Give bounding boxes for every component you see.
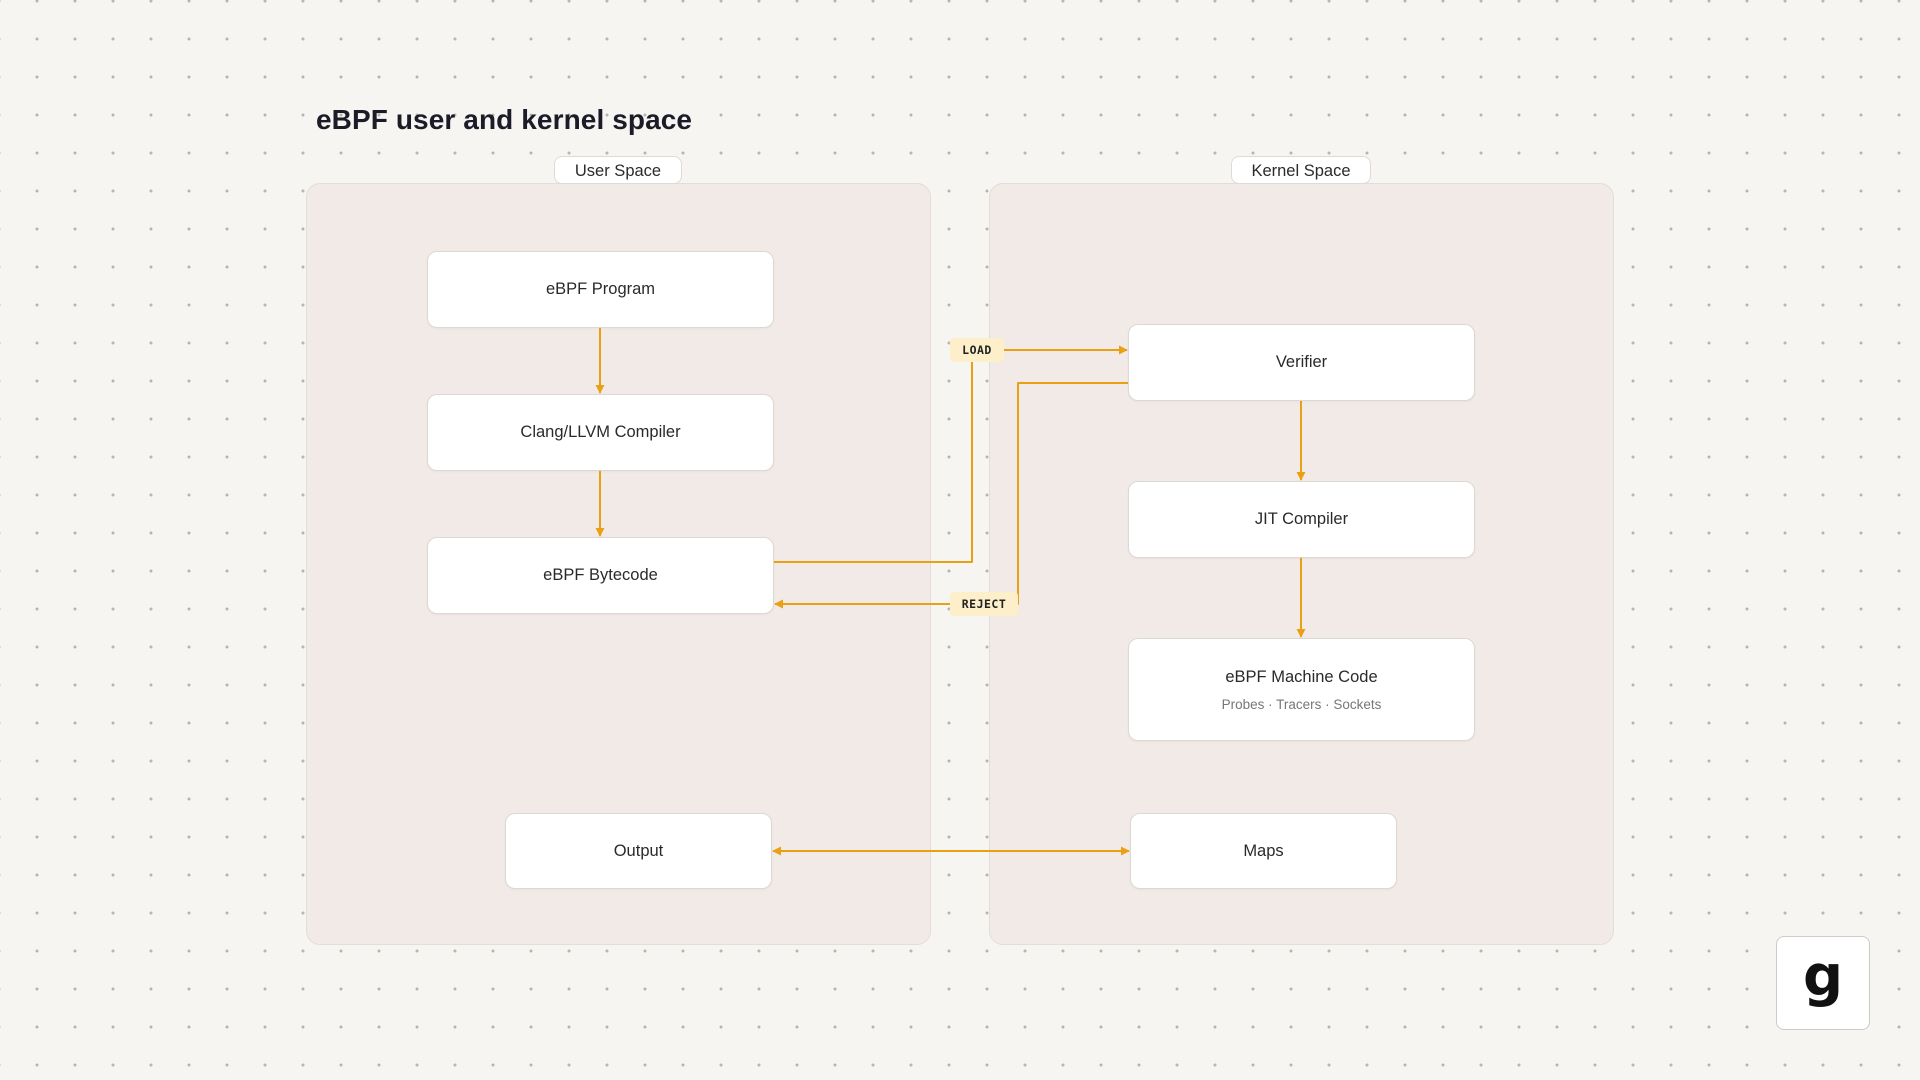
node-ebpf-bytecode-label: eBPF Bytecode [543,566,658,584]
node-ebpf-program[interactable]: eBPF Program [427,251,774,328]
node-ebpf-bytecode[interactable]: eBPF Bytecode [427,537,774,614]
diagram-title: eBPF user and kernel space [316,104,693,135]
node-jit-compiler-label: JIT Compiler [1254,510,1349,528]
node-ebpf-machine-code-label: eBPF Machine Code [1225,667,1378,686]
node-maps[interactable]: Maps [1130,813,1397,889]
kernel-space-label: Kernel Space [1231,156,1371,184]
node-maps-label: Maps [1243,841,1284,860]
brand-logo[interactable]: g [1776,936,1870,1030]
node-verifier[interactable]: Verifier [1128,324,1475,401]
node-clang-llvm-compiler-label: Clang/LLVM Compiler [520,423,681,441]
node-output[interactable]: Output [505,813,772,889]
edge-label-load: LOAD [950,338,1004,362]
user-space-label: User Space [554,156,682,184]
node-ebpf-machine-code[interactable]: eBPF Machine Code Probes · Tracers · Soc… [1128,638,1475,741]
node-ebpf-machine-code-sublabel: Probes · Tracers · Sockets [1221,696,1382,712]
brand-logo-glyph: g [1802,944,1844,1009]
node-verifier-label: Verifier [1275,353,1328,371]
edge-label-reject: REJECT [950,592,1018,616]
node-ebpf-program-label: eBPF Program [545,280,656,298]
node-jit-compiler[interactable]: JIT Compiler [1128,481,1475,558]
node-clang-llvm-compiler[interactable]: Clang/LLVM Compiler [427,394,774,471]
node-output-label: Output [613,841,664,860]
